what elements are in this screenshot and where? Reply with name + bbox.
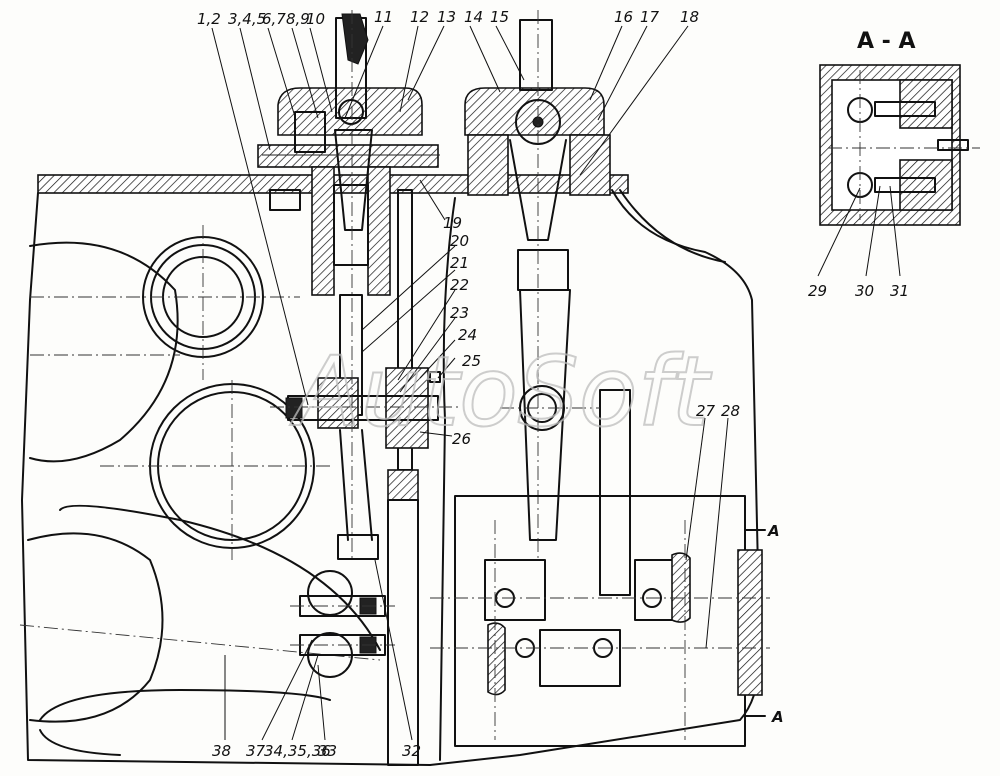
- section-title: A - A: [857, 29, 916, 54]
- callout-label: 30: [855, 282, 874, 300]
- callout-label: 38: [212, 742, 231, 760]
- callout-label: 10: [306, 10, 325, 28]
- callout-label: 12: [410, 8, 429, 26]
- callout-label: 16: [614, 8, 633, 26]
- callout-labels: 1,2 3,4,5 6,7 8,9 10 11 12 13 14 15 16 1…: [197, 8, 909, 760]
- lower-right-block: [430, 495, 770, 747]
- callout-label: 19: [443, 214, 462, 232]
- callout-label: 14: [464, 8, 483, 26]
- callout-label: 6,7: [262, 10, 286, 28]
- callout-label: 15: [490, 8, 509, 26]
- callout-label: 26: [452, 430, 471, 448]
- callout-label: 1,2: [197, 10, 221, 28]
- callout-label: 8,9: [286, 10, 310, 28]
- section-cut-marks: [744, 519, 766, 727]
- right-valve-assembly: [464, 10, 631, 596]
- callout-label: 20: [450, 232, 469, 250]
- callout-label: 23: [450, 304, 469, 322]
- gear-set: [19, 225, 381, 756]
- callout-label: 24: [458, 326, 477, 344]
- section-mark-top: A: [767, 522, 780, 540]
- callout-label: 21: [450, 254, 469, 272]
- lower-lever: [290, 570, 395, 678]
- left-valve-assembly: [257, 10, 460, 766]
- callout-label: 37: [246, 742, 266, 760]
- callout-label: 27: [696, 402, 716, 420]
- callout-label: 25: [462, 352, 481, 370]
- callout-label: 22: [450, 276, 469, 294]
- callout-label: 11: [374, 8, 393, 26]
- callout-label: 17: [640, 8, 660, 26]
- leader-lines: [211, 25, 901, 741]
- callout-label: 33: [318, 742, 337, 760]
- callout-label: 28: [721, 402, 740, 420]
- callout-label: 13: [437, 8, 456, 26]
- section-mark-bottom: A: [771, 708, 784, 726]
- callout-label: 3,4,5: [228, 10, 266, 28]
- callout-label: 18: [680, 8, 699, 26]
- callout-label: 32: [402, 742, 421, 760]
- callout-label: 34,35,36: [264, 742, 331, 760]
- callout-label: 31: [890, 282, 909, 300]
- callout-label: 29: [808, 282, 827, 300]
- watermark: AutoSoft: [289, 336, 712, 448]
- section-a-a-inset: [819, 64, 980, 226]
